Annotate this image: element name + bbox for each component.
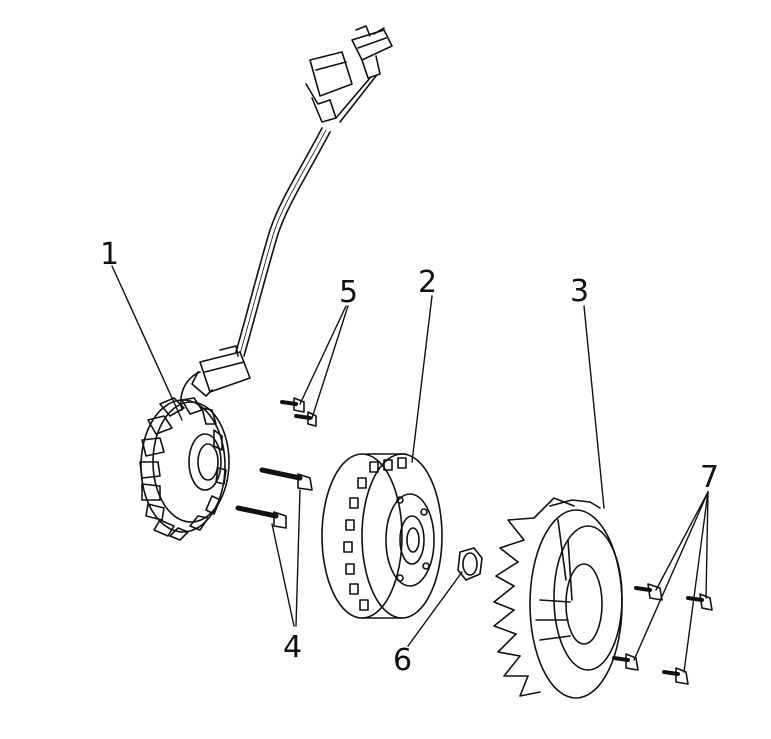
harness-clamp-screws	[280, 397, 317, 427]
stator-coil	[139, 397, 230, 541]
leader-7b	[705, 491, 709, 599]
callout-1: 1	[100, 237, 120, 272]
leader-7a	[655, 491, 709, 591]
leader-5b	[311, 305, 349, 419]
leader-6	[407, 571, 463, 647]
leader-4a	[271, 523, 295, 627]
leader-2	[411, 295, 433, 463]
wiring-harness	[180, 25, 393, 411]
leader-5a	[299, 305, 347, 405]
leader-1	[111, 265, 183, 421]
callout-4: 4	[283, 630, 303, 665]
flywheel-rotor	[321, 453, 443, 619]
callout-6: 6	[393, 643, 413, 678]
callout-2: 2	[418, 265, 438, 300]
fan-bolts	[612, 583, 713, 685]
leader-4b	[295, 489, 301, 627]
callout-3: 3	[570, 274, 590, 309]
callout-7: 7	[700, 460, 720, 495]
leader-7d	[683, 491, 709, 673]
callout-5: 5	[339, 275, 359, 310]
cooling-fan	[493, 497, 623, 699]
leader-7c	[633, 491, 709, 661]
stator-bolts	[235, 467, 313, 529]
leader-lines	[111, 265, 709, 673]
leader-3	[583, 305, 605, 509]
flywheel-nut	[457, 547, 483, 581]
